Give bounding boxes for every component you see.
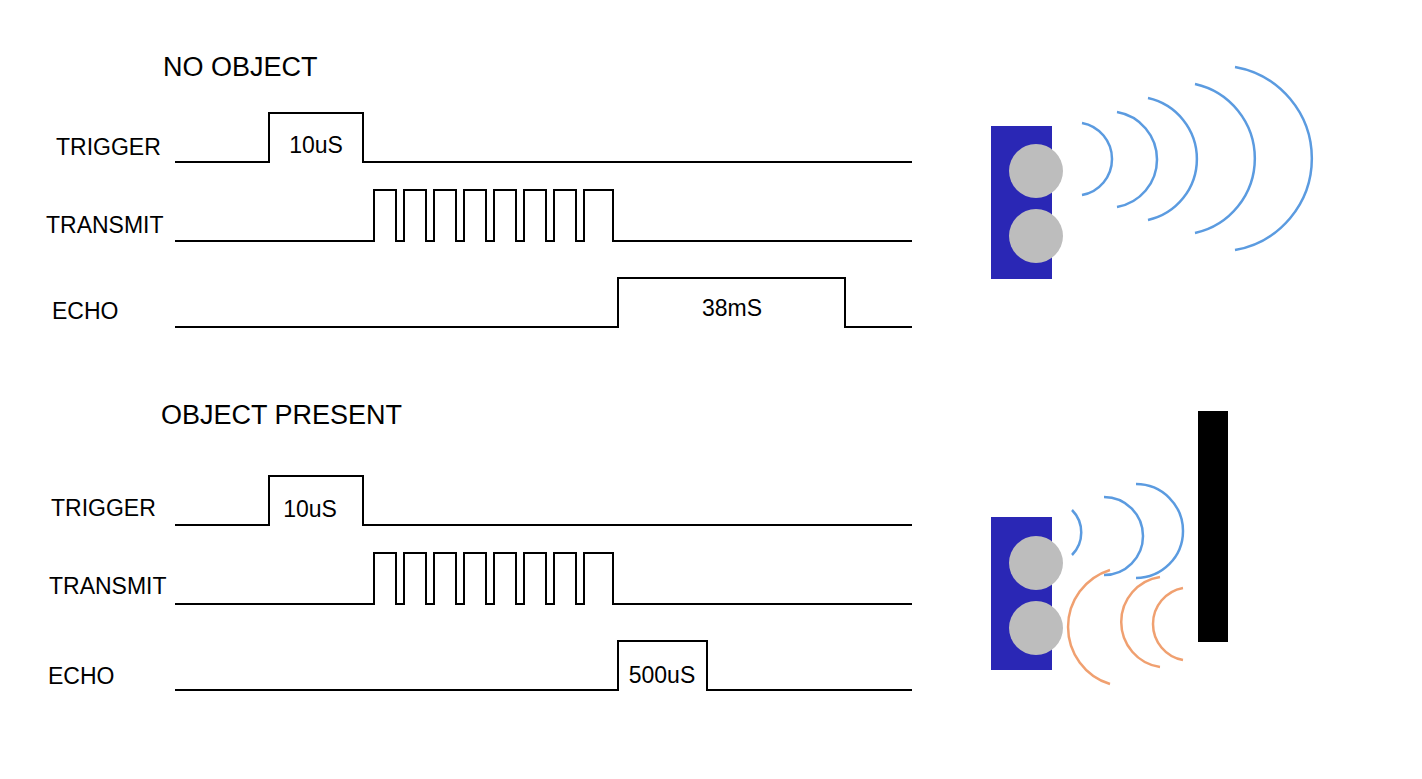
- object-wall: [1198, 411, 1228, 642]
- wave-arc: [1195, 84, 1255, 233]
- transmit-waveform: [175, 190, 912, 241]
- pulse-duration: 10uS: [283, 497, 337, 522]
- trigger-waveform: [175, 476, 912, 525]
- wave-arc: [1117, 112, 1157, 207]
- sound-waves: [1082, 67, 1312, 250]
- echo-arc: [1153, 588, 1183, 660]
- sound-waves: [1072, 484, 1183, 578]
- wave-arc: [1104, 497, 1143, 575]
- pulse-duration: 500uS: [629, 663, 696, 688]
- trigger-waveform: [175, 113, 912, 162]
- wave-arc: [1072, 510, 1081, 555]
- wave-arc: [1148, 98, 1197, 220]
- echo-arc: [1121, 577, 1160, 667]
- pulse-duration: 38mS: [702, 296, 762, 321]
- sensor-no-object: [991, 67, 1312, 279]
- wave-arc: [1235, 67, 1312, 250]
- transducer: [1009, 144, 1063, 198]
- section-heading: OBJECT PRESENT: [161, 401, 402, 431]
- signal-name: ECHO: [52, 299, 118, 324]
- transducer: [1009, 536, 1063, 590]
- section-heading: NO OBJECT: [163, 53, 318, 83]
- signal-name: TRIGGER: [51, 496, 156, 521]
- signal-name: TRANSMIT: [46, 213, 164, 238]
- wave-arc: [1082, 123, 1112, 195]
- echo-waveform: [175, 278, 912, 327]
- echo-arc: [1068, 570, 1110, 684]
- transmit-waveform: [175, 553, 912, 604]
- signal-name: TRIGGER: [56, 135, 161, 160]
- transducer: [1009, 209, 1063, 263]
- transducer: [1009, 601, 1063, 655]
- signal-name: ECHO: [48, 664, 114, 689]
- echo-waves: [1068, 570, 1183, 684]
- echo-waveform: [175, 641, 912, 690]
- wave-arc: [1136, 484, 1183, 578]
- pulse-duration: 10uS: [289, 133, 343, 158]
- sensor-object-present: [991, 411, 1228, 684]
- signal-name: TRANSMIT: [49, 574, 167, 599]
